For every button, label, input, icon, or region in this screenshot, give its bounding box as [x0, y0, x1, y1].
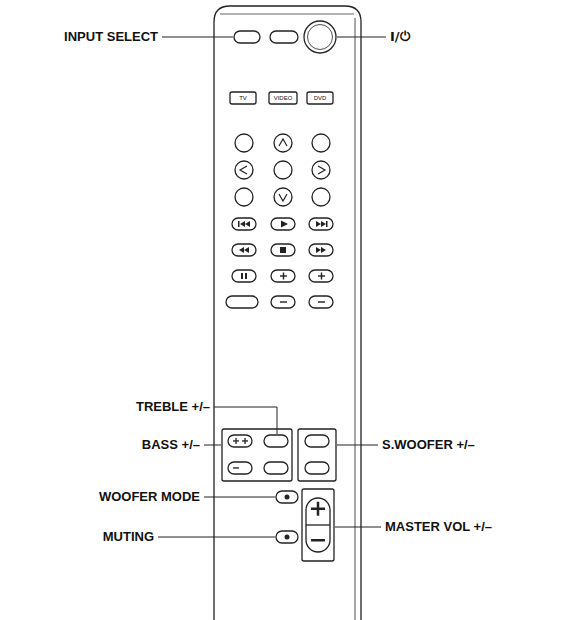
- callout-label: WOOFER MODE: [99, 489, 200, 505]
- s-woofer-panel: [298, 429, 336, 481]
- callout-label: MASTER VOL +/–: [385, 519, 492, 535]
- video-button: [269, 92, 297, 104]
- callout-label: I/⏻: [390, 29, 410, 45]
- master-vol-button: [306, 498, 330, 552]
- master-vol-divider: [306, 524, 330, 525]
- power-button-ring: [308, 25, 333, 50]
- leader-lines: [158, 37, 386, 537]
- tone-buttons: [228, 435, 329, 474]
- power-button: [304, 21, 336, 53]
- tone-signs: [233, 438, 248, 469]
- master-vol-panel: [302, 489, 334, 561]
- callout-label: S.WOOFER +/–: [382, 437, 475, 453]
- button-label: VIDEO: [274, 94, 293, 102]
- circle-buttons: [235, 134, 330, 206]
- bass-treble-panel: [222, 429, 292, 481]
- top-button: [270, 31, 298, 43]
- remote-body: [214, 6, 361, 620]
- callout-label: MUTING: [103, 529, 154, 545]
- callout-label: BASS +/–: [142, 437, 200, 453]
- input-select-button: [234, 31, 260, 43]
- transport-buttons: [226, 218, 333, 308]
- muting-button: [276, 531, 298, 543]
- muting-dot: [285, 535, 290, 540]
- button-label: TV: [239, 94, 247, 102]
- woofer-mode-button: [276, 491, 298, 503]
- dvd-button: [307, 92, 333, 104]
- woofer-mode-dot: [285, 495, 290, 500]
- callout-label: INPUT SELECT: [64, 29, 158, 45]
- remote-edge: [355, 18, 356, 620]
- button-icons: [238, 221, 328, 303]
- button-label: DVD: [314, 94, 327, 102]
- remote-top-lip: [220, 14, 354, 15]
- callout-label: TREBLE +/–: [136, 399, 210, 415]
- tv-button: [230, 92, 256, 104]
- master-vol-signs: [311, 502, 325, 542]
